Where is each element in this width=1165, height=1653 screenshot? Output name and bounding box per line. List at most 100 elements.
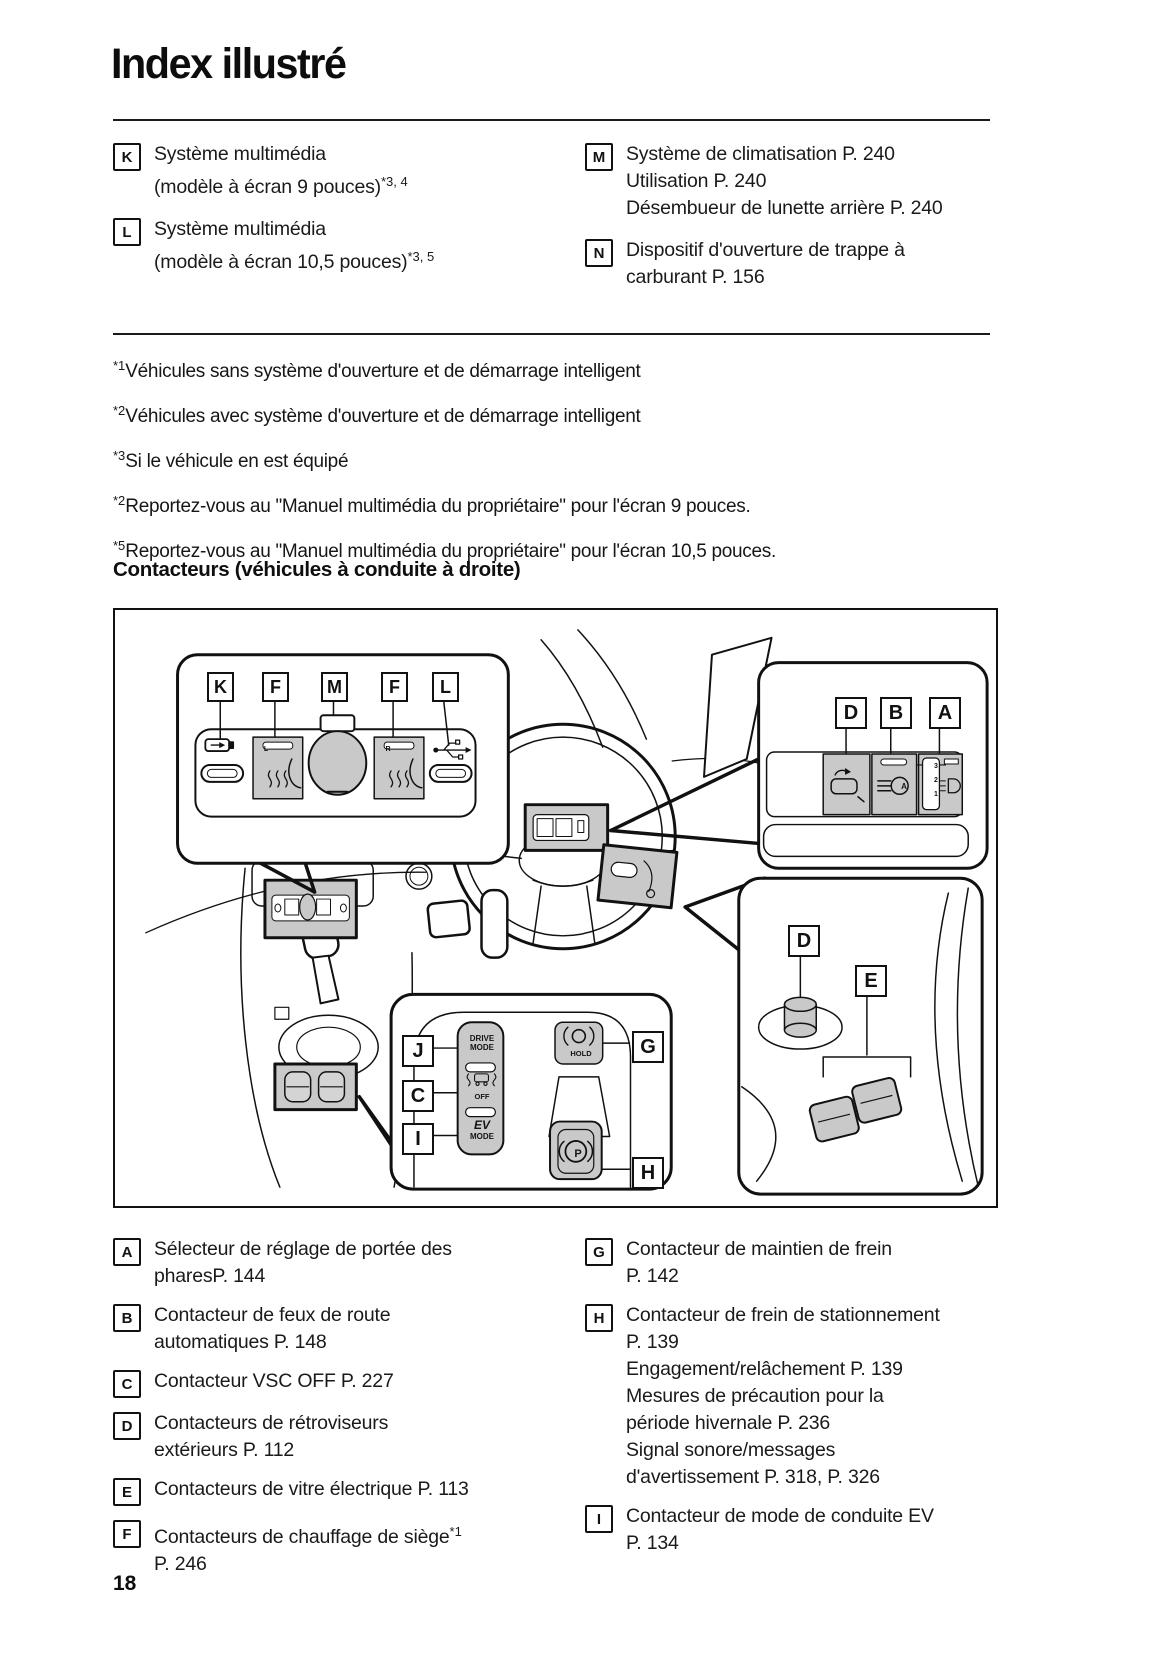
section-heading: Contacteurs (véhicules à conduite à droi… bbox=[113, 558, 521, 581]
legend-item: A Sélecteur de réglage de portée des pha… bbox=[113, 1236, 578, 1290]
mirror-knob-icon bbox=[757, 996, 843, 1050]
item-text: (modèle à écran 10,5 pouces)*3, 5 bbox=[154, 249, 435, 273]
legend-text: P. 139 bbox=[626, 1331, 679, 1353]
dial-number: 2 bbox=[934, 777, 938, 784]
item-badge: M bbox=[585, 143, 613, 171]
legend-text: P. 142 bbox=[626, 1265, 679, 1287]
callout-H: H bbox=[632, 1157, 664, 1189]
cockpit-diagram: K F M F L D B A J C I G H D E DRIVE MODE… bbox=[113, 608, 998, 1208]
legend-text: Engagement/relâchement P. 139 bbox=[626, 1358, 903, 1380]
seat-right-letter: R bbox=[385, 746, 391, 753]
legend-text: Mesures de précaution pour la bbox=[626, 1385, 884, 1407]
headlight-leveling-dial bbox=[915, 753, 964, 816]
callout-C: C bbox=[402, 1080, 434, 1112]
item-badge: K bbox=[113, 143, 141, 171]
footnote: *2Reportez-vous au "Manuel multimédia du… bbox=[113, 493, 751, 517]
legend-left: A Sélecteur de réglage de portée des pha… bbox=[113, 1236, 578, 1590]
legend-item: D Contacteurs de rétroviseurs extérieurs… bbox=[113, 1410, 578, 1464]
legend-text: P. 134 bbox=[626, 1532, 679, 1554]
item-badge: H bbox=[585, 1304, 613, 1332]
legend-text: Contacteurs de vitre électrique P. 113 bbox=[154, 1478, 469, 1500]
list-item: M Système de climatisation P. 240 Utilis… bbox=[585, 141, 1000, 222]
inset-top-left bbox=[176, 653, 510, 865]
callout-G: G bbox=[632, 1031, 664, 1063]
item-text: Utilisation P. 240 bbox=[626, 170, 767, 192]
legend-text: d'avertissement P. 318, P. 326 bbox=[626, 1466, 880, 1488]
callout-D: D bbox=[835, 697, 867, 729]
legend-item: B Contacteur de feux de route automatiqu… bbox=[113, 1302, 578, 1356]
legend-text: automatiques P. 148 bbox=[154, 1331, 327, 1353]
item-text: Système multimédia bbox=[154, 218, 326, 240]
index-list-right: M Système de climatisation P. 240 Utilis… bbox=[585, 141, 1000, 306]
seat-left-letter: L bbox=[263, 746, 269, 753]
parking-brake-button bbox=[549, 1120, 603, 1181]
legend-item: C Contacteur VSC OFF P. 227 bbox=[113, 1368, 578, 1398]
diagram-line-art bbox=[145, 629, 989, 1196]
brake-hold-button bbox=[554, 1021, 604, 1065]
callout-K: K bbox=[207, 672, 234, 702]
callout-E: E bbox=[855, 965, 887, 997]
item-text: Désembueur de lunette arrière P. 240 bbox=[626, 197, 943, 219]
list-item: K Système multimédia (modèle à écran 9 p… bbox=[113, 141, 575, 201]
park-label: P bbox=[574, 1148, 582, 1160]
legend-item: E Contacteurs de vitre électrique P. 113 bbox=[113, 1476, 578, 1506]
page-title: Index illustré bbox=[111, 40, 347, 88]
legend-text: Contacteur de maintien de frein bbox=[626, 1238, 892, 1260]
item-text: Dispositif d'ouverture de trappe à bbox=[626, 239, 905, 261]
item-badge: C bbox=[113, 1370, 141, 1398]
seat-heater-right-button bbox=[373, 736, 425, 800]
item-badge: I bbox=[585, 1505, 613, 1533]
item-badge: A bbox=[113, 1238, 141, 1266]
footnote: *2Véhicules avec système d'ouverture et … bbox=[113, 403, 641, 427]
dial-number: 3 bbox=[934, 763, 938, 770]
usb-port-icon bbox=[428, 739, 473, 783]
item-badge: N bbox=[585, 239, 613, 267]
dial-number: 1 bbox=[934, 791, 938, 798]
inset-bottom-center bbox=[389, 992, 673, 1191]
callout-D2: D bbox=[788, 925, 820, 957]
item-text: Système de climatisation P. 240 bbox=[626, 143, 895, 165]
list-item: L Système multimédia (modèle à écran 10,… bbox=[113, 216, 575, 276]
auto-highbeam-button bbox=[871, 753, 918, 816]
inset-bottom-right bbox=[737, 876, 984, 1196]
auto-beam-letter: A bbox=[901, 782, 907, 791]
legend-item: H Contacteur de frein de stationnement P… bbox=[585, 1302, 1005, 1491]
legend-text: Contacteur de feux de route bbox=[154, 1304, 391, 1326]
shifter-surround bbox=[548, 1076, 611, 1138]
drive-mode-stack bbox=[456, 1021, 505, 1156]
legend-text: extérieurs P. 112 bbox=[154, 1439, 295, 1461]
legend-text: Contacteurs de rétroviseurs bbox=[154, 1412, 389, 1434]
climate-dial-icon bbox=[307, 714, 368, 796]
callout-F2: F bbox=[381, 672, 408, 702]
vsc-off-label: OFF bbox=[474, 1092, 490, 1101]
item-badge: D bbox=[113, 1412, 141, 1440]
legend-item: I Contacteur de mode de conduite EV P. 1… bbox=[585, 1503, 1005, 1557]
callout-M: M bbox=[321, 672, 348, 702]
drive-mode-label: MODE bbox=[470, 1043, 494, 1052]
list-item: N Dispositif d'ouverture de trappe à car… bbox=[585, 237, 1000, 291]
console-lower-highlight bbox=[273, 1062, 358, 1112]
legend-text: P. 246 bbox=[154, 1553, 207, 1575]
window-switch-highlight bbox=[523, 803, 610, 852]
index-list-left: K Système multimédia (modèle à écran 9 p… bbox=[113, 141, 575, 291]
item-badge: F bbox=[113, 1520, 141, 1548]
legend-text: Contacteurs de chauffage de siège*1 bbox=[154, 1524, 462, 1548]
pedals-icon bbox=[426, 888, 509, 959]
divider bbox=[113, 333, 990, 335]
item-badge: B bbox=[113, 1304, 141, 1332]
ev-mode-label: MODE bbox=[470, 1132, 494, 1141]
item-text: carburant P. 156 bbox=[626, 266, 765, 288]
window-switches-icon bbox=[808, 1076, 903, 1143]
callout-B: B bbox=[880, 697, 912, 729]
item-text: (modèle à écran 9 pouces)*3, 4 bbox=[154, 174, 408, 198]
legend-item: G Contacteur de maintien de frein P. 142 bbox=[585, 1236, 1005, 1290]
legend-text: Contacteur de frein de stationnement bbox=[626, 1304, 940, 1326]
item-badge: G bbox=[585, 1238, 613, 1266]
inset-top-right bbox=[757, 661, 989, 870]
vsc-off-icon bbox=[466, 1073, 497, 1087]
legend-text: Contacteur de mode de conduite EV bbox=[626, 1505, 934, 1527]
ev-label: EV bbox=[473, 1118, 490, 1132]
footnote: *1Véhicules sans système d'ouverture et … bbox=[113, 358, 641, 382]
door-handle-highlight bbox=[596, 843, 679, 910]
